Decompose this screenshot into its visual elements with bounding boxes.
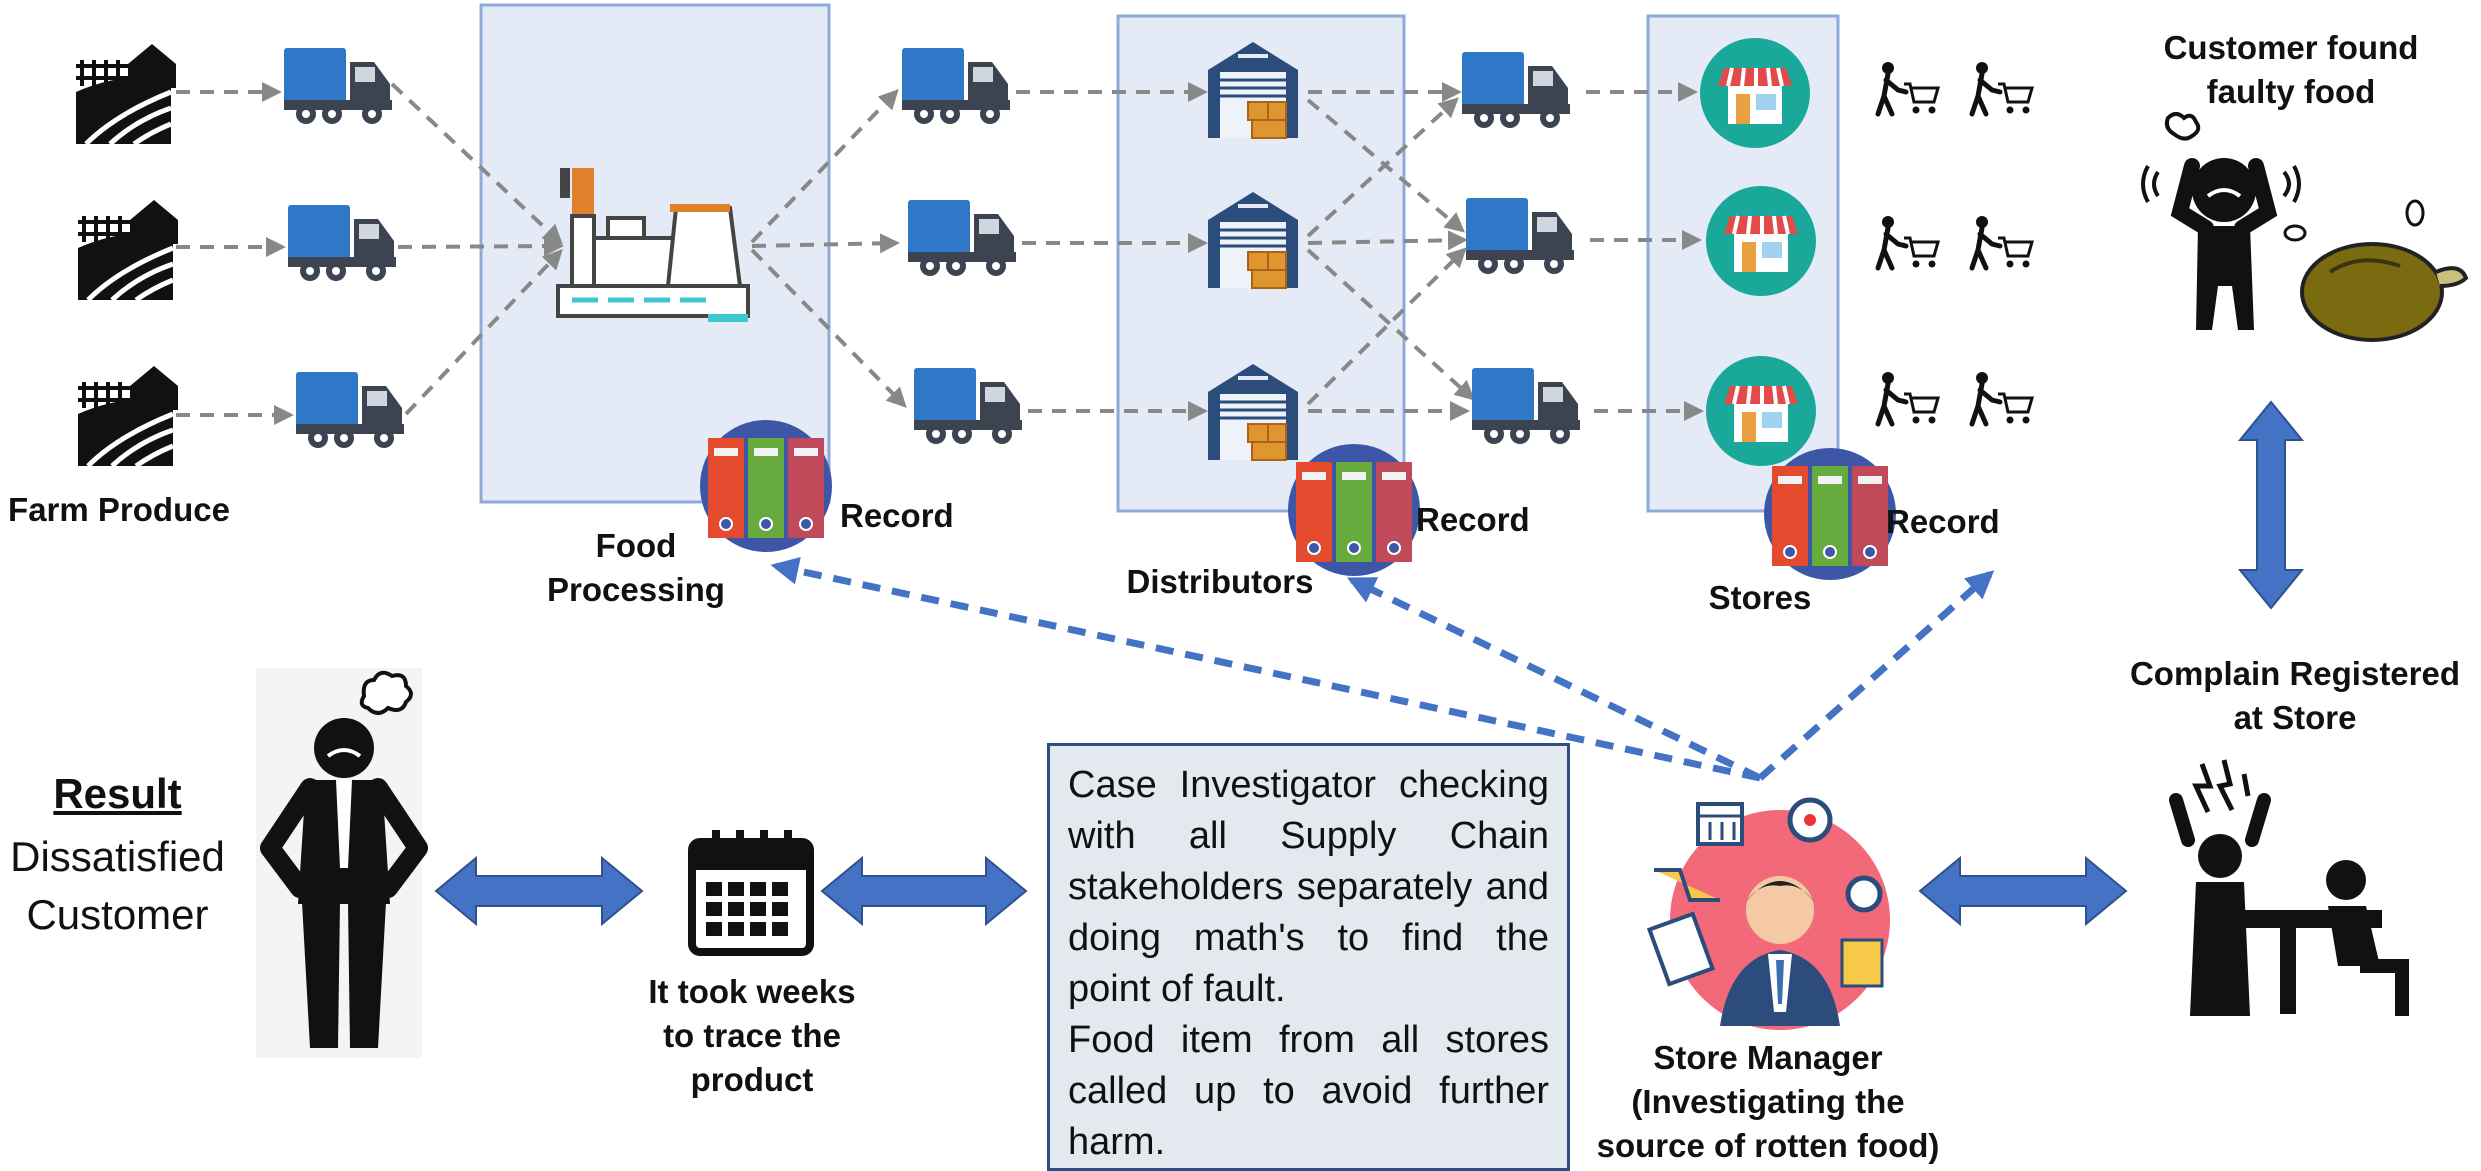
food-processing-label: Food Processing [547,527,725,608]
farm-icon [76,44,176,144]
truck-icon [902,48,1010,124]
truck-icon [914,368,1022,444]
truck-icon [1472,368,1580,444]
result-title: Result [53,770,182,817]
shopper-icon [1972,216,2032,268]
rotten-chicken-icon [2300,242,2469,342]
complaint-desk-icon [2169,759,2409,1016]
store-icon [1704,184,1818,298]
case-line: harm. [1068,1121,1166,1163]
farm-icon [78,200,178,300]
record-binders-icon [1763,447,1897,581]
shopper-icon [1878,62,1938,114]
record-label-2: Record [1416,501,1530,538]
result-subtitle: Dissatisfied Customer [10,833,225,938]
dissatisfied-customer-icon [256,668,428,1058]
calendar-icon [688,830,814,956]
factory-icon [556,168,750,322]
truck-icon [908,200,1016,276]
truck-icon [296,372,404,448]
record-label-1: Record [840,497,954,534]
angry-customer-icon [2141,112,2301,330]
case-line: Case Investigator checking [1068,764,1549,806]
case-line: called up to avoid further [1068,1070,1549,1112]
record-binders-icon [1287,443,1421,577]
case-line: point of fault. [1068,968,1286,1010]
farm-produce-label: Farm Produce [8,491,230,528]
fly-icon [2283,199,2425,242]
case-investigator-box: Case Investigator checking with all Supp… [1047,743,1570,1171]
store-manager-label: Store Manager (Investigating the source … [1596,1039,1940,1164]
shopper-icon [1972,372,2032,424]
truck-icon [288,205,396,281]
store-icon [1704,354,1818,468]
distributors-label: Distributors [1126,563,1314,600]
stores-label: Stores [1708,579,1812,616]
store-manager-icon [1646,797,1890,1030]
shopper-icon [1972,62,2032,114]
farm-icon [78,366,178,466]
case-line: with all Supply Chain [1068,815,1549,857]
complain-registered-label: Complain Registered at Store [2129,655,2461,736]
truck-icon [284,48,392,124]
record-label-3: Record [1886,503,2000,540]
shopper-icon [1878,216,1938,268]
customer-found-label: Customer found faulty food [2163,29,2419,110]
double-arrow [434,400,2305,927]
shopper-icon [1878,372,1938,424]
truck-icon [1462,52,1570,128]
case-line: stakeholders separately and [1068,866,1549,908]
weeks-label: It took weeks to trace the product [648,973,856,1098]
investigation-arrows [770,557,1995,782]
case-line: Food item from all stores [1068,1019,1549,1061]
truck-icon [1466,198,1574,274]
flow-arrows [176,82,1704,425]
store-icon [1698,36,1812,150]
case-line: doing math's to find the [1068,917,1549,959]
